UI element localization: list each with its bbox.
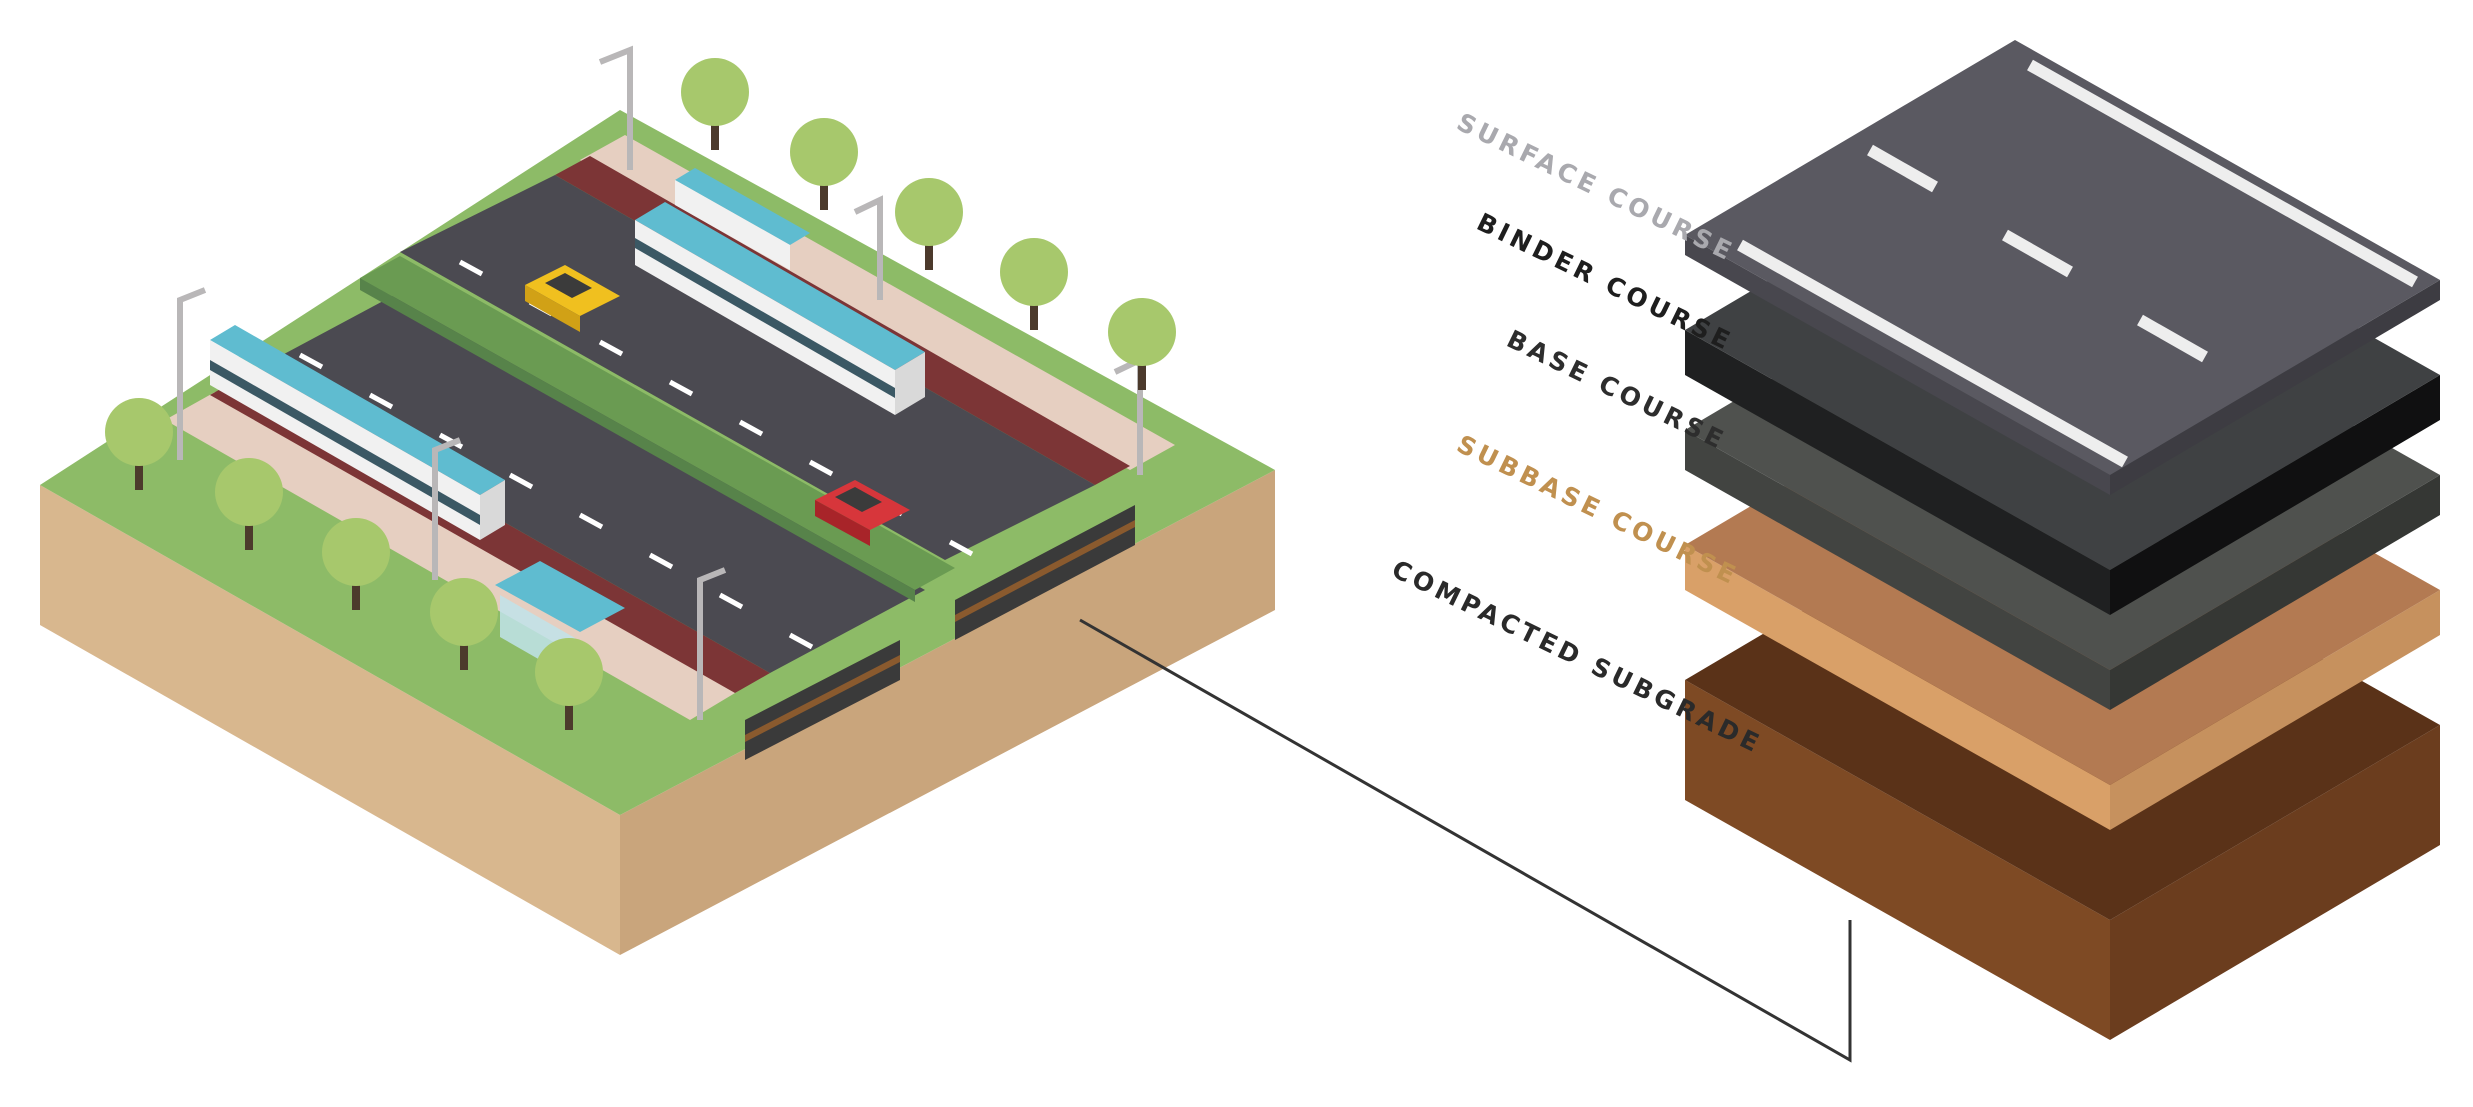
layer-subbase-course-front-face [1685, 545, 2110, 830]
layer-surface-course-side-face [2110, 280, 2440, 495]
tree [1000, 238, 1068, 330]
pavement-layers [1685, 40, 2440, 1040]
street-lamps [177, 45, 1143, 720]
road-section-cut-right-soil [955, 520, 1135, 622]
bus-right [635, 202, 925, 415]
tree [215, 458, 283, 550]
median-strip-side [360, 278, 915, 602]
layer-base-course-front-face [1685, 430, 2110, 710]
road-block [40, 45, 1275, 955]
tree [681, 58, 749, 150]
surface-lane-markings [1737, 59, 2418, 468]
road-section-cut-left-soil [745, 655, 900, 742]
sidewalk-left [165, 392, 740, 720]
layer-base-course-side-face [2110, 475, 2440, 710]
carriageway-left [245, 292, 925, 673]
red-car [815, 480, 910, 546]
lane-marking [2027, 59, 2418, 288]
tree [1108, 298, 1176, 390]
tree [430, 578, 498, 670]
tree [790, 118, 858, 210]
lane-marking [1737, 239, 2128, 468]
bus-far [675, 168, 810, 270]
layer-subbase-course-side-face [2110, 590, 2440, 830]
layer-binder-course-front-face [1685, 330, 2110, 615]
tree [895, 178, 963, 270]
median-strip [360, 256, 955, 590]
layer-surface-course-front-face [1685, 235, 2110, 495]
block-front-face [40, 485, 620, 955]
tree [322, 518, 390, 610]
tree [105, 398, 173, 490]
layer-binder-course-side-face [2110, 375, 2440, 615]
lane-marking [1867, 144, 1938, 193]
tree [535, 638, 603, 730]
layer-compacted-subgrade-front-face [1685, 680, 2110, 1040]
layer-compacted-subgrade-side-face [2110, 725, 2440, 1040]
lane-marking [2002, 229, 2073, 278]
connector-line [1079, 618, 1852, 1063]
block-right-face [620, 470, 1275, 955]
trees [105, 58, 1176, 730]
layer-labels: SURFACE COURSE BINDER COURSE BASE COURSE… [1387, 107, 1767, 759]
lane-marking [2137, 314, 2208, 363]
taxi-car [525, 265, 620, 332]
bus-left [210, 325, 505, 540]
